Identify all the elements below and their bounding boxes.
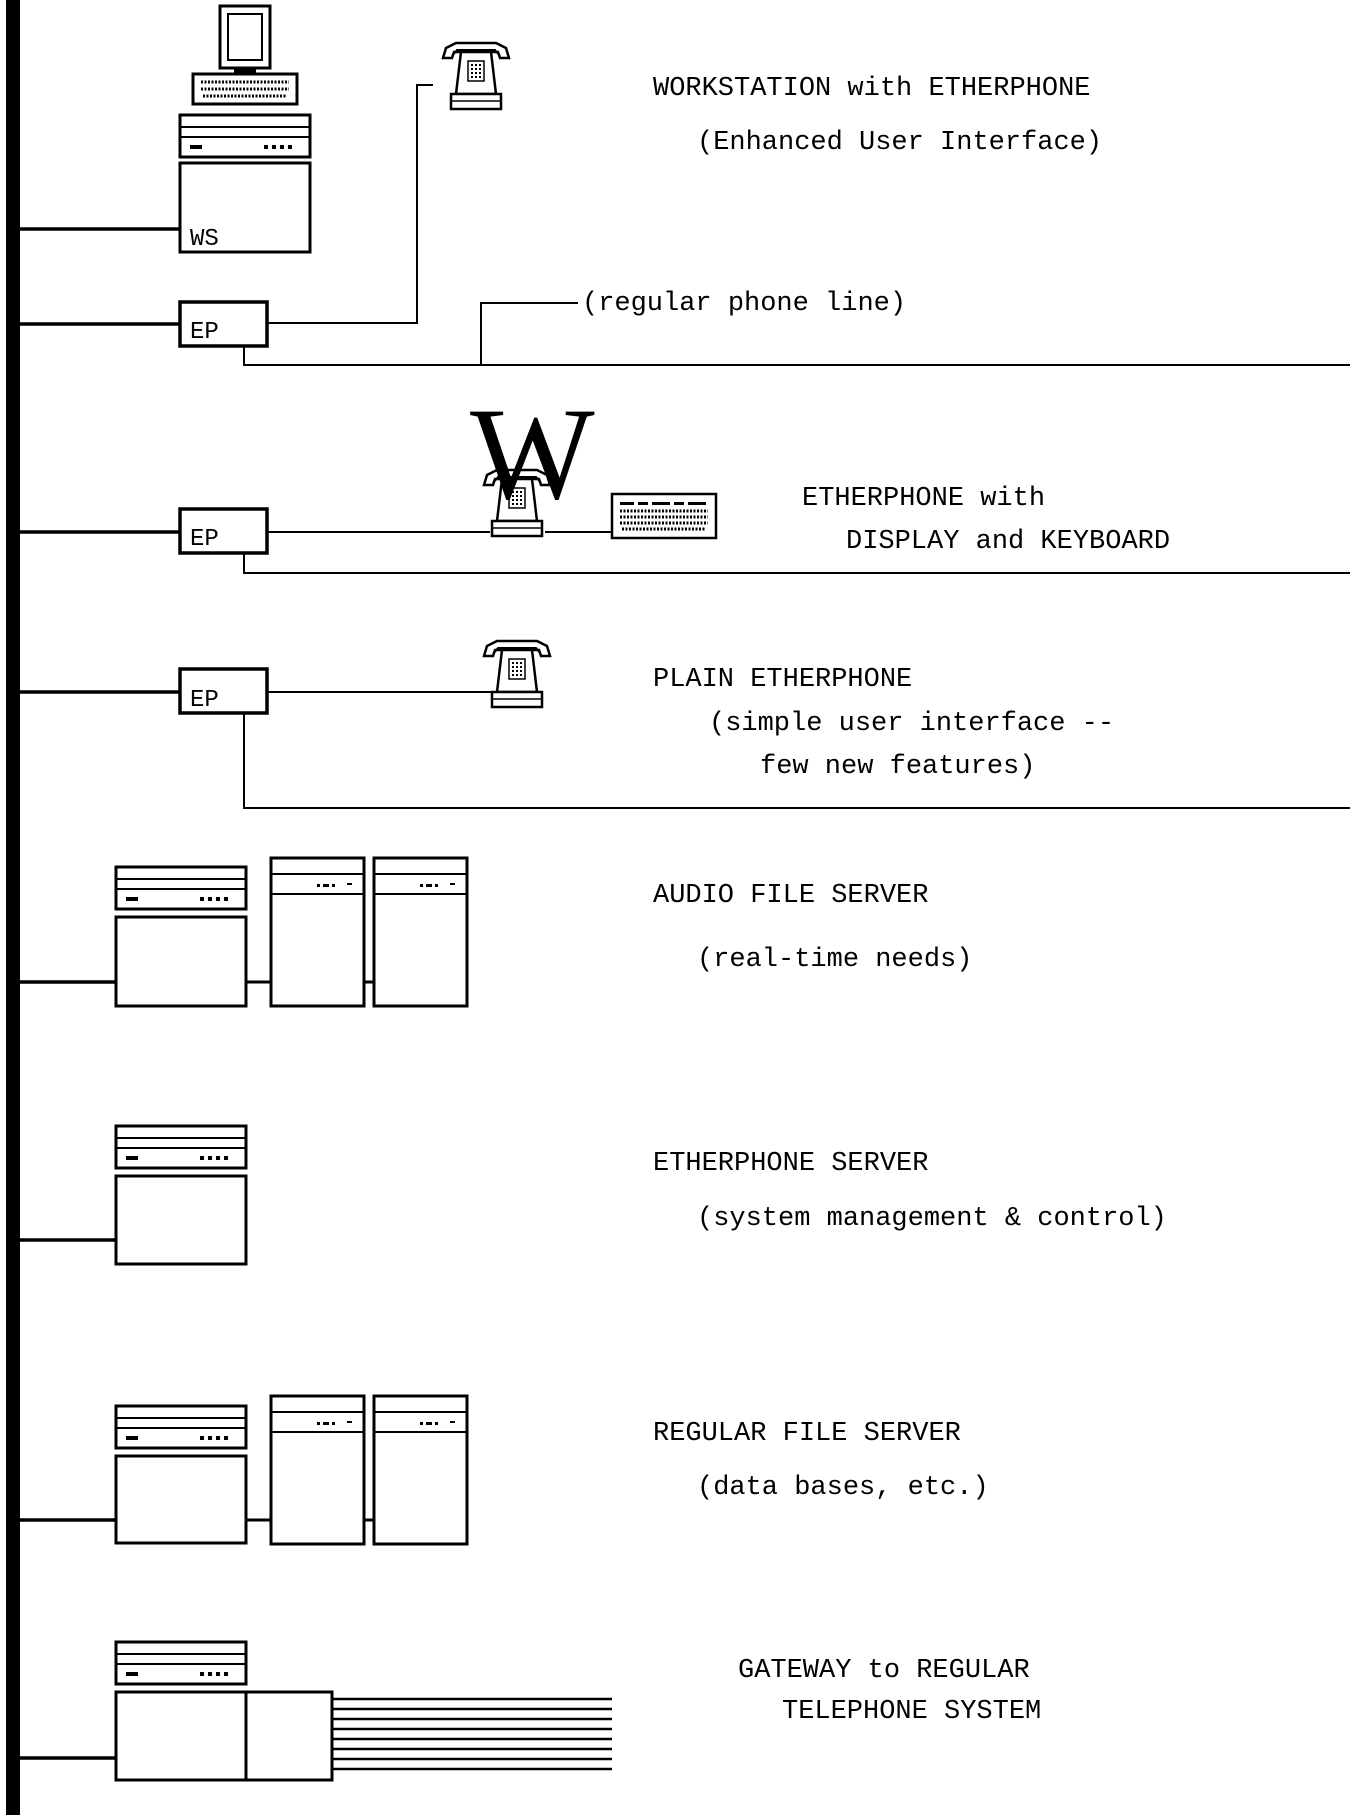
disk-drive-icon (374, 858, 467, 1006)
plain-etherphone-row: EP PLAIN ETHERPHONE (simple user interfa… (20, 641, 1350, 808)
ep-label: EP (190, 526, 219, 553)
server-icon (116, 1642, 332, 1780)
telephone-icon (484, 641, 550, 707)
row-title: ETHERPHONE with (802, 484, 1045, 514)
phone-line-label-leader (481, 303, 578, 365)
disk-drive-icon (374, 1396, 467, 1544)
row-title: PLAIN ETHERPHONE (653, 665, 912, 695)
row-title: ETHERPHONE SERVER (653, 1149, 928, 1179)
phone-line-label: (regular phone line) (582, 289, 906, 319)
keyboard-icon (612, 494, 716, 538)
terminal-icon (220, 6, 270, 74)
row-subtitle: DISPLAY and KEYBOARD (846, 527, 1170, 557)
row-subtitle: TELEPHONE SYSTEM (782, 1697, 1041, 1727)
gateway-row: GATEWAY to REGULAR TELEPHONE SYSTEM (20, 1642, 1041, 1780)
display-glyph: W (470, 380, 595, 527)
ep-label: EP (190, 319, 219, 346)
phone-line (244, 346, 1350, 365)
server-icon (116, 867, 246, 1006)
telephone-icon (443, 43, 509, 109)
regular-file-server-row: REGULAR FILE SERVER (data bases, etc.) (20, 1396, 989, 1544)
ethernet-backbone (6, 0, 20, 1815)
row-subtitle: (system management & control) (697, 1204, 1167, 1234)
ep-label: EP (190, 687, 219, 714)
disk-drive-icon (271, 858, 364, 1006)
phone-line (244, 553, 1350, 573)
row-subtitle-2: few new features) (760, 752, 1035, 782)
row-subtitle: (simple user interface -- (709, 709, 1114, 739)
keyboard-icon (193, 74, 297, 104)
disk-drive-icon (271, 1396, 364, 1544)
audio-file-server-row: AUDIO FILE SERVER (real-time needs) (20, 858, 972, 1006)
row-title: REGULAR FILE SERVER (653, 1419, 961, 1449)
trunk-lines-icon (332, 1699, 612, 1769)
workstation-row: WS EP (regular phone line) WORKSTATION w… (20, 6, 1350, 365)
row-subtitle: (Enhanced User Interface) (697, 128, 1102, 158)
etherphone-server-row: ETHERPHONE SERVER (system management & c… (20, 1126, 1167, 1264)
row-subtitle: (data bases, etc.) (697, 1473, 989, 1503)
row-title: GATEWAY to REGULAR (738, 1656, 1030, 1686)
etherphone-display-row: EP W ETHERPHONE with DISPLAY and KEYBOAR… (20, 380, 1350, 573)
server-icon (116, 1406, 246, 1543)
server-icon (116, 1126, 246, 1264)
ws-label: WS (190, 226, 219, 253)
row-title: AUDIO FILE SERVER (653, 881, 928, 911)
row-subtitle: (real-time needs) (697, 945, 972, 975)
row-title: WORKSTATION with ETHERPHONE (653, 74, 1090, 104)
